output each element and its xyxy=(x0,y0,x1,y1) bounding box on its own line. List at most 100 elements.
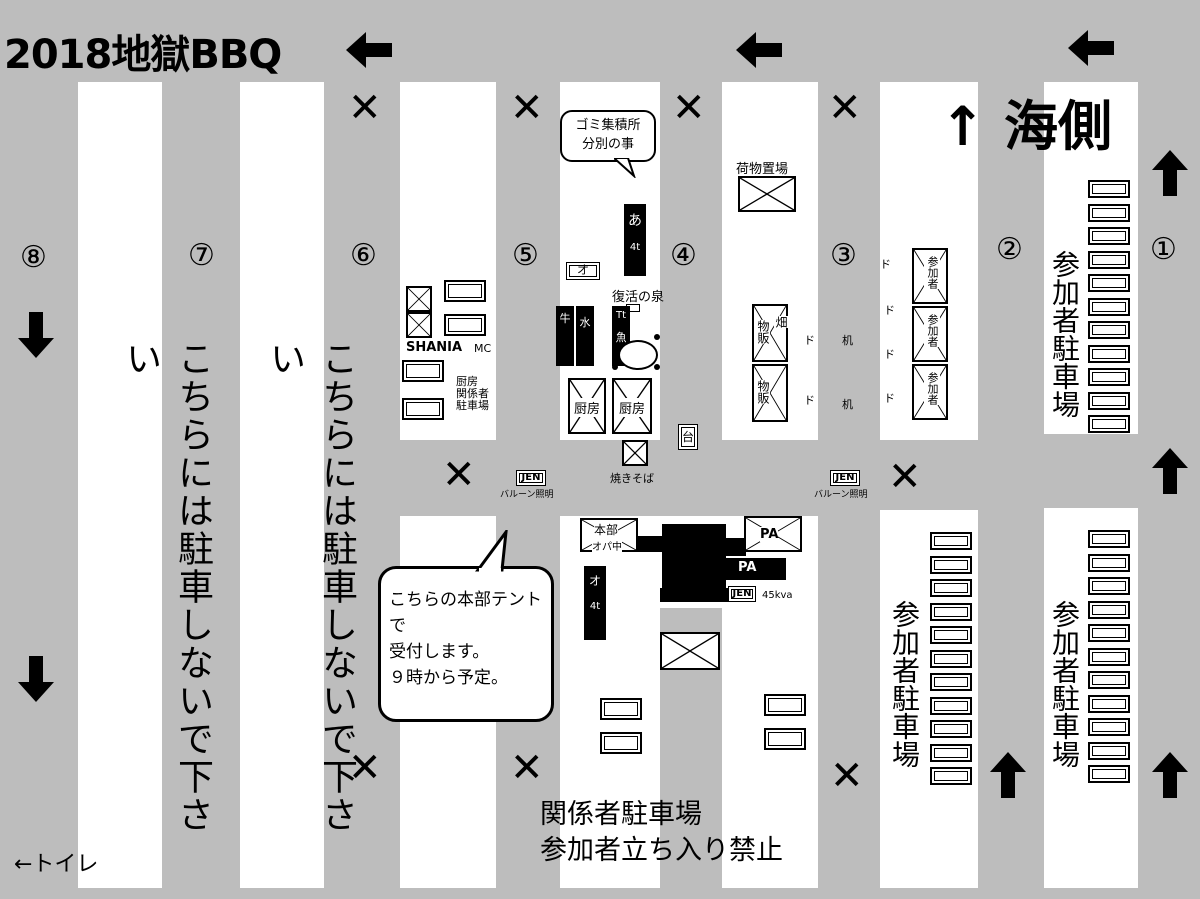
parking-slot xyxy=(1088,203,1130,222)
parking-slot xyxy=(1088,694,1130,713)
parking-slot xyxy=(930,602,972,621)
parking-slot xyxy=(1088,227,1130,245)
stall-tt-label: Tt xyxy=(615,310,627,321)
jen-label: JEN xyxy=(521,472,541,483)
chair-icon xyxy=(654,334,660,340)
parking-slot xyxy=(930,532,972,550)
sales-label: 物販 xyxy=(756,380,770,404)
kitchen-label: 厨房 xyxy=(570,398,604,417)
parking-slot xyxy=(1088,321,1130,339)
garbage-line2: 分別の事 xyxy=(581,137,634,152)
lane-number: ① xyxy=(1150,232,1177,267)
stall-gyu: 牛 xyxy=(556,306,574,366)
no-entry-icon: ✕ xyxy=(348,85,382,131)
parking-slot xyxy=(930,743,972,762)
kva-label: 45kva xyxy=(762,590,793,601)
fountain-label: 復活の泉 xyxy=(612,290,665,305)
no-entry-icon: ✕ xyxy=(830,753,864,799)
balloon-light-label: バルーン照明 xyxy=(814,490,868,500)
parking-slot xyxy=(402,398,444,420)
lane-number: ⑥ xyxy=(350,238,377,273)
arrow-up-icon xyxy=(1152,448,1188,494)
participant-label: 参加者 xyxy=(924,372,940,405)
parking-slot xyxy=(1088,741,1130,760)
parking-slot xyxy=(1088,391,1130,410)
jen-generator: JEN xyxy=(728,586,756,602)
parking-slot xyxy=(600,732,642,754)
no-participant-entry-label: 参加者立ち入り禁止 xyxy=(540,835,783,866)
sea-side-label: ↑ 海側 xyxy=(940,95,1113,158)
strip-7 xyxy=(240,82,324,888)
sales-tent-2: 物販 xyxy=(752,364,788,422)
round-table xyxy=(618,340,658,370)
participant-tent: 参加者 xyxy=(912,306,948,362)
arrow-up-icon xyxy=(990,752,1026,798)
shania-box xyxy=(406,286,432,312)
arrow-left-icon xyxy=(736,32,782,68)
parking-slot xyxy=(1088,274,1130,292)
hq-label: 本部 xyxy=(594,521,619,538)
luggage-tent xyxy=(738,176,796,212)
hatake-label: 畑 xyxy=(774,316,788,328)
no-parking-text-7: こちらには駐車しないで下さい xyxy=(264,340,357,834)
parking-slot xyxy=(930,626,972,644)
participant-parking-label: 参加者駐車場 xyxy=(1048,250,1081,418)
kitchen-tent-2: 厨房 xyxy=(612,378,652,434)
parking-slot xyxy=(1088,718,1130,736)
parking-slot xyxy=(1088,415,1130,433)
stage-block xyxy=(726,538,746,556)
strip-8 xyxy=(78,82,162,888)
parking-slot xyxy=(1088,600,1130,619)
arrow-left-icon xyxy=(346,32,392,68)
parking-slot xyxy=(1088,368,1130,386)
reception-line3: ９時から予定。 xyxy=(389,668,508,688)
parking-slot xyxy=(1088,250,1130,269)
do-label: ド xyxy=(884,304,895,317)
stall-sakana-label: 魚 xyxy=(615,331,627,344)
parking-slot xyxy=(444,314,486,336)
parking-slot xyxy=(1088,577,1130,595)
parking-slot xyxy=(1088,553,1130,572)
yakisoba-tent xyxy=(622,440,648,466)
arrow-up-icon xyxy=(1152,752,1188,798)
mc-label: MC xyxy=(474,342,492,355)
kitchen-tent-1: 厨房 xyxy=(568,378,606,434)
no-entry-icon: ✕ xyxy=(442,452,476,498)
yakisoba-label: 焼きそば xyxy=(610,472,654,485)
dai-label: 台 xyxy=(681,430,694,444)
parking-slot xyxy=(1088,765,1130,783)
do-label: ド xyxy=(884,348,895,361)
parking-slot xyxy=(444,280,486,302)
garbage-line1: ゴミ集積所 xyxy=(575,118,641,133)
parking-slot xyxy=(764,694,806,716)
arrow-left-icon xyxy=(1068,30,1114,66)
parking-slot xyxy=(1088,344,1130,363)
participant-label: 参加者 xyxy=(924,256,940,289)
o-box: オ xyxy=(566,262,600,280)
parking-slot xyxy=(1088,180,1130,198)
parking-slot xyxy=(930,767,972,785)
pa-label: PA xyxy=(738,560,757,575)
jen-generator: JEN xyxy=(516,470,546,486)
parking-slot xyxy=(402,360,444,382)
parking-slot xyxy=(1088,530,1130,548)
lane-number: ③ xyxy=(830,238,857,273)
dai-box: 台 xyxy=(678,424,698,450)
parking-slot xyxy=(930,673,972,691)
do-label: ド xyxy=(804,394,815,407)
stall-mizu: 水 xyxy=(576,306,594,366)
parking-slot xyxy=(1088,624,1130,642)
lane-number: ④ xyxy=(670,238,697,273)
arrow-down-icon xyxy=(18,312,54,358)
parking-slot xyxy=(1088,297,1130,316)
luggage-label: 荷物置場 xyxy=(736,162,789,177)
parking-slot xyxy=(930,696,972,715)
lane-number: ② xyxy=(996,232,1023,267)
participant-parking-label: 参加者駐車場 xyxy=(888,600,921,768)
no-entry-icon: ✕ xyxy=(888,454,922,500)
pa-tent: PA xyxy=(744,516,802,552)
truck-a: あ 4t xyxy=(624,204,646,276)
parking-slot xyxy=(1088,671,1130,689)
sales-label: 物販 xyxy=(756,320,770,344)
bubble-tail-icon xyxy=(614,158,636,178)
